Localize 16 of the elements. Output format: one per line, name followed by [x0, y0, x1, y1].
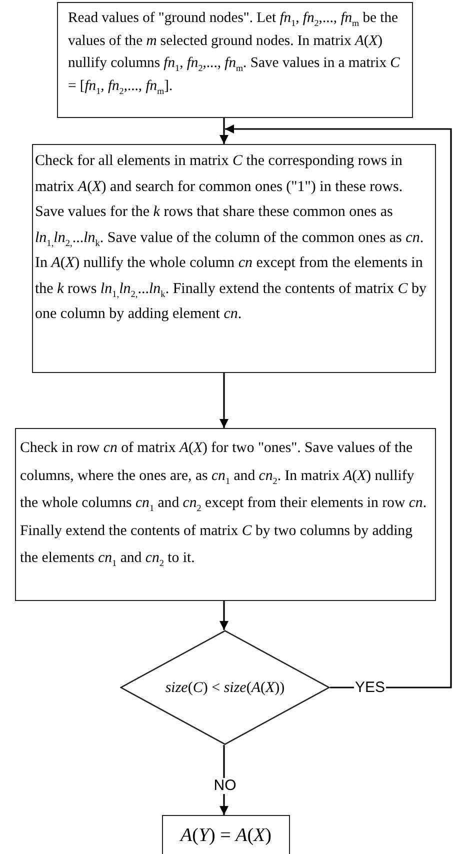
process-box — [57, 2, 413, 118]
arrow — [220, 601, 228, 630]
step-text: Read values of "ground nodes". Let fn$_{1}$, fn$_{2}$,..., fn$_{m}$ be the values of the m selected ground nodes. In matrix A(X) nullify columns fn$_{1}$, fn$_{2}$,..., fn$_{m}$. Save values in a matrix C = [fn$_{1}$, fn$_{2}$,..., fn$_{m}$]. — [68, 9, 401, 97]
arrow — [220, 118, 228, 144]
arrow — [225, 124, 452, 688]
condition-text: size(C) < size(A(X)) — [165, 678, 285, 696]
step-text: Check in row cn of matrix A(X) for two "ones". Save values of the columns, where the ones are, as cn$_{1}$ and cn$_{2}$. In matrix A(X) nullify the whole columns cn$_{1}$ and cn$_{2}$ except from their elements in row cn. Finally extend the contents of matrix C by two columns by adding the elements cn$_{1}$ and cn$_{2}$ to it. — [20, 439, 428, 570]
process-box — [32, 144, 436, 373]
process-box — [15, 428, 436, 601]
decision-diamond — [120, 630, 330, 745]
step-text: A(Y) = A(X) — [180, 824, 272, 846]
edge-label: YES — [354, 680, 386, 696]
arrow — [220, 373, 228, 428]
edge-label: NO — [212, 778, 238, 794]
step-text: Check for all elements in matrix C the corresponding rows in matrix A(X) and search for common ones ("1") in these rows. Save values for the k rows that share these common ones as ln$_{1,}$ln$_{2,}$...ln$_{k}$. Save value of the column of the common ones as cn. In A(X) nullify the whole column cn except from the elements in the k rows ln$_{1,}$ln$_{2,}$...ln$_{k}$. Finally extend the contents of matrix C by one column by adding element cn. — [35, 152, 428, 324]
process-box — [162, 815, 290, 854]
